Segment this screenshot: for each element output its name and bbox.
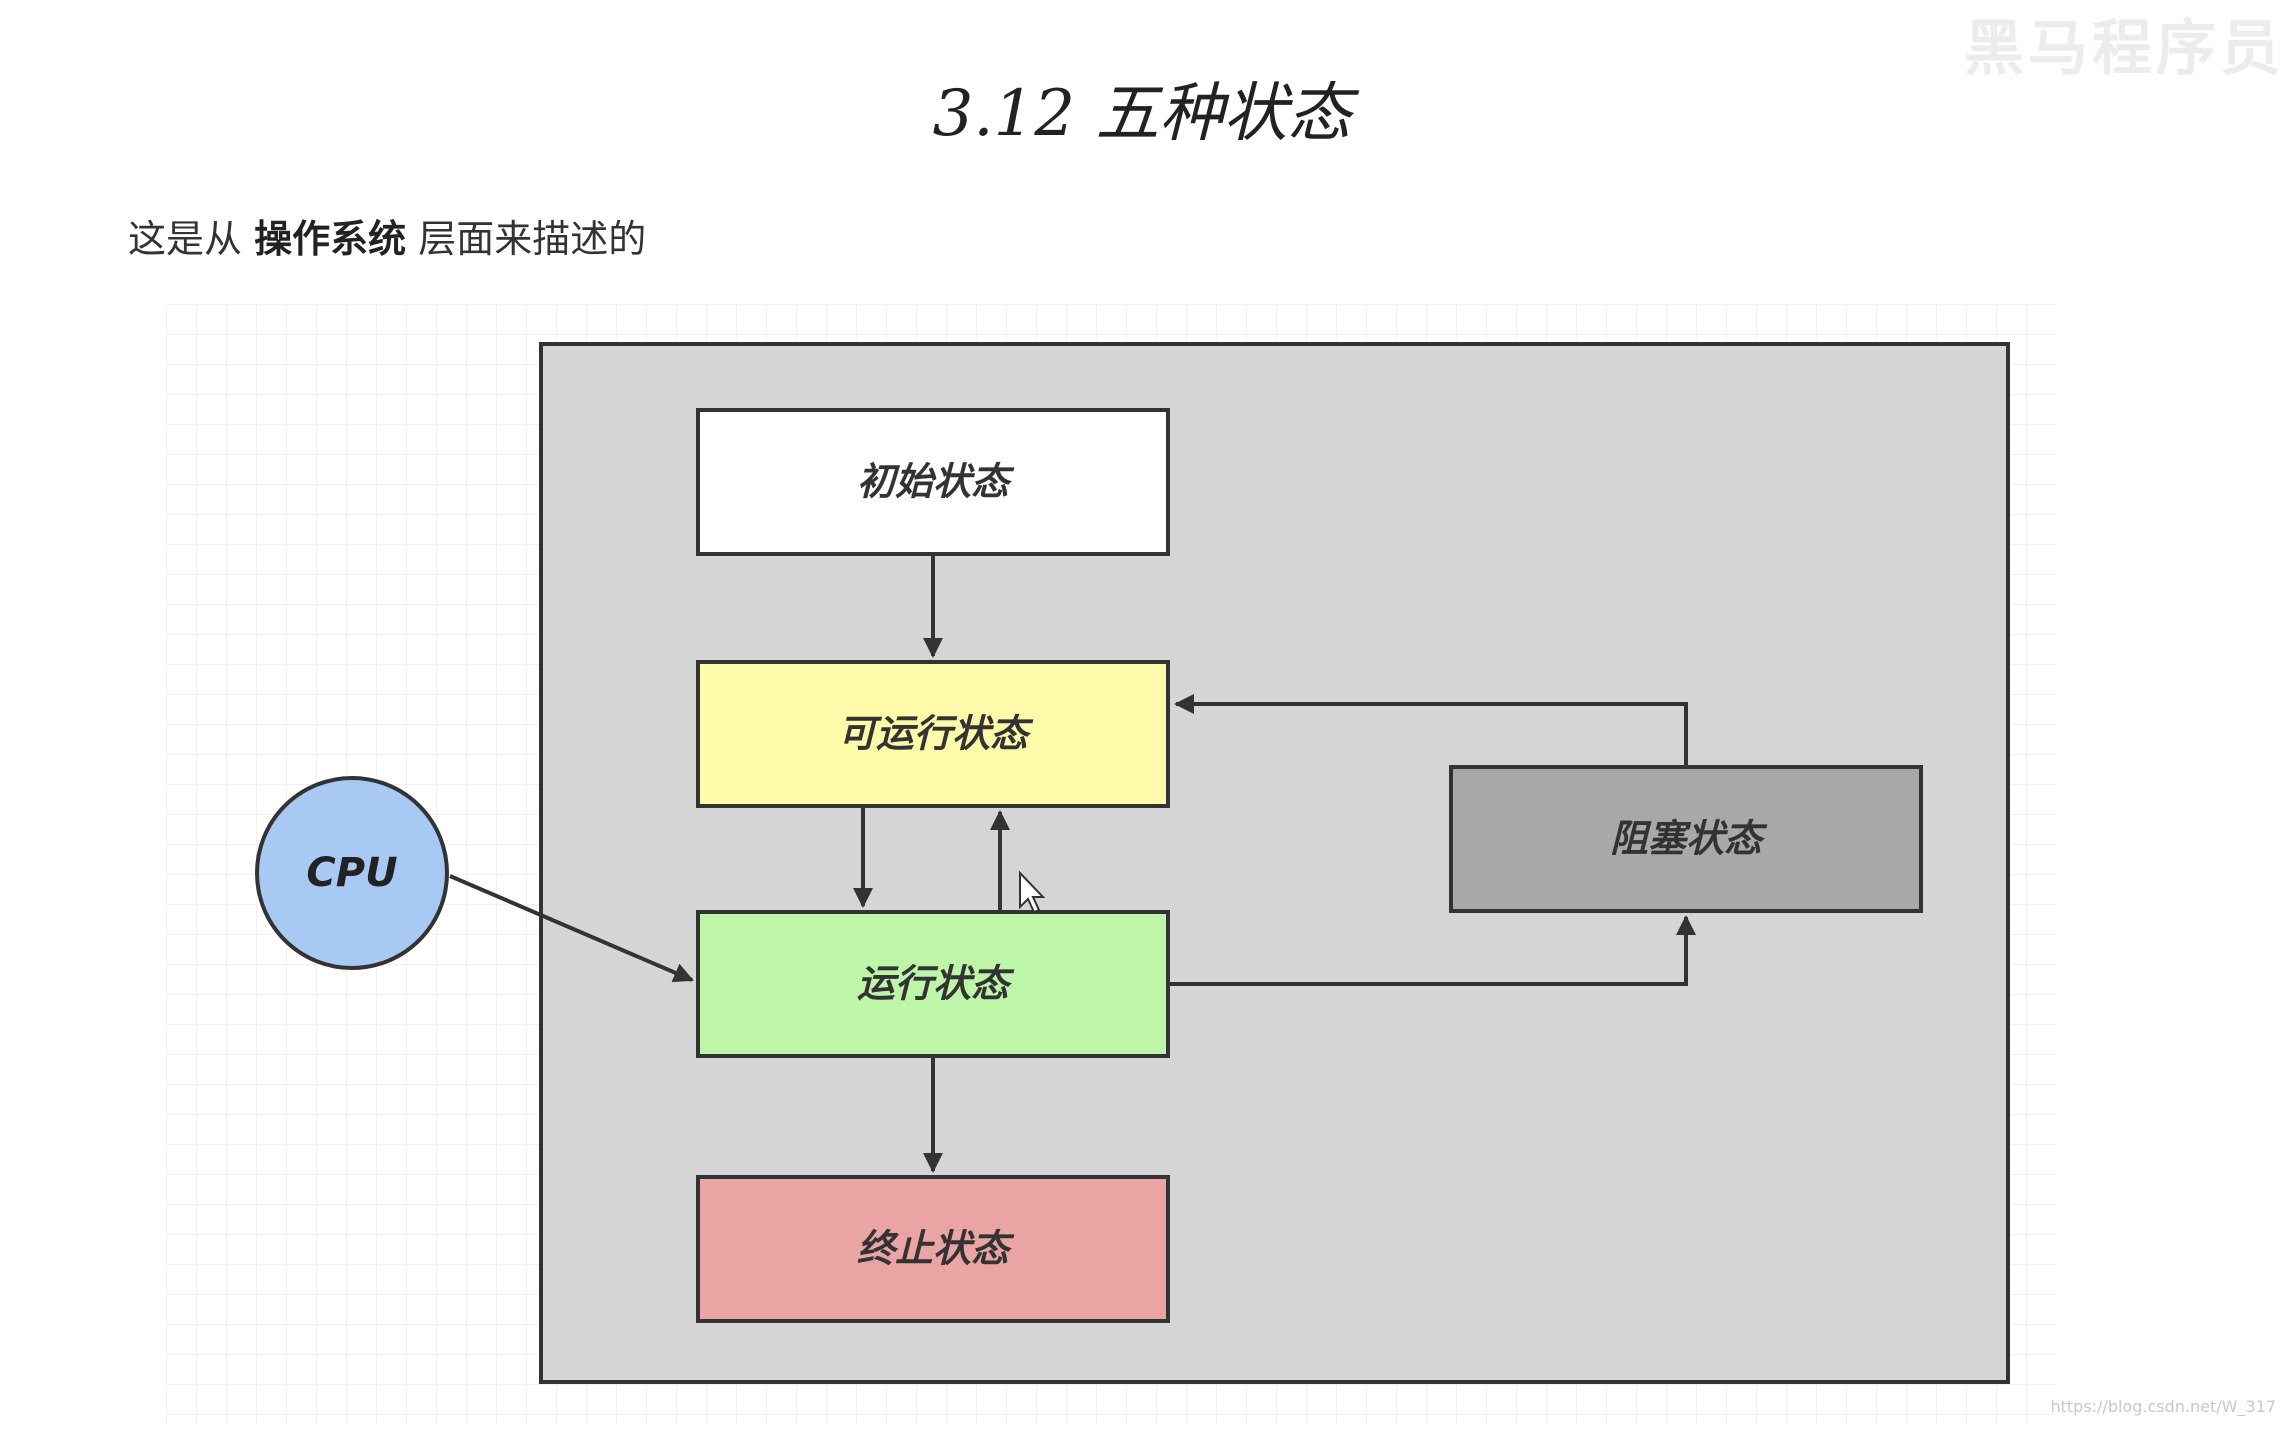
cpu-label: CPU (306, 850, 397, 896)
page-title: 3.12 五种状态 (932, 77, 1352, 151)
intro-bold: 操作系统 (254, 217, 407, 261)
intro-text: 这是从 操作系统 层面来描述的 (128, 208, 646, 263)
running-state-box (696, 910, 1170, 1058)
running-state-label: 运行状态 (857, 962, 1015, 1006)
runnable-state-box (696, 660, 1170, 808)
arrow-running-to-blocked (1170, 915, 1696, 986)
initial-state-box (696, 408, 1170, 556)
blocked-state-box (1449, 765, 1923, 913)
intro-suffix: 层面来描述的 (406, 217, 647, 261)
arrow-cpu-to-running (449, 874, 694, 983)
terminated-state-label: 终止状态 (857, 1227, 1015, 1271)
footer-url: https://blog.csdn.net/W_317 (2050, 1397, 2276, 1416)
initial-state-label: 初始状态 (857, 460, 1015, 504)
runnable-state-label: 可运行状态 (838, 712, 1034, 756)
blocked-state-label: 阻塞状态 (1610, 817, 1768, 861)
terminated-state-box (696, 1175, 1170, 1323)
intro-prefix: 这是从 (128, 217, 255, 261)
cpu-node (255, 776, 449, 970)
arrow-blocked-to-runnable (1174, 694, 1688, 765)
mouse-cursor-icon (1019, 870, 1046, 914)
